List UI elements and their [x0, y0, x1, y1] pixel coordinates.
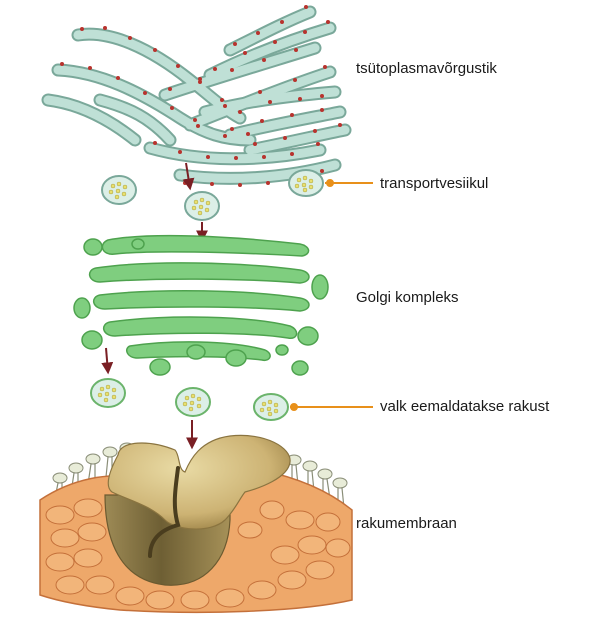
secretory-vesicle-right [253, 393, 289, 421]
label-endoplasmic-reticulum: tsütoplasmavõrgustik [356, 60, 497, 77]
leader-lines [290, 179, 373, 411]
label-transport-vesicle: transportvesiikul [380, 175, 489, 192]
membrane-protein-channel [104, 434, 291, 586]
label-secreted-protein: valk eemaldatakse rakust [380, 398, 550, 415]
arrow-golgi-to-vesicle [101, 347, 114, 375]
vesicle-center [184, 191, 220, 221]
vesicle-left [101, 175, 137, 205]
endoplasmic-reticulum [41, 5, 352, 185]
membrane-cells [45, 498, 351, 610]
label-golgi-complex: Golgi kompleks [356, 289, 459, 306]
arrows-golgi-to-membrane [101, 347, 198, 450]
secretory-vesicle-left [90, 378, 126, 408]
er-transport-vesicles [101, 169, 324, 221]
cell-membrane [39, 434, 353, 614]
golgi-secretory-vesicles [90, 378, 289, 421]
label-cell-membrane: rakumembraan [356, 515, 457, 532]
vesicle-right [288, 169, 324, 197]
secretory-vesicle-center [175, 387, 211, 417]
arrow-er-to-vesicle [182, 162, 195, 191]
golgi-complex [73, 234, 329, 376]
